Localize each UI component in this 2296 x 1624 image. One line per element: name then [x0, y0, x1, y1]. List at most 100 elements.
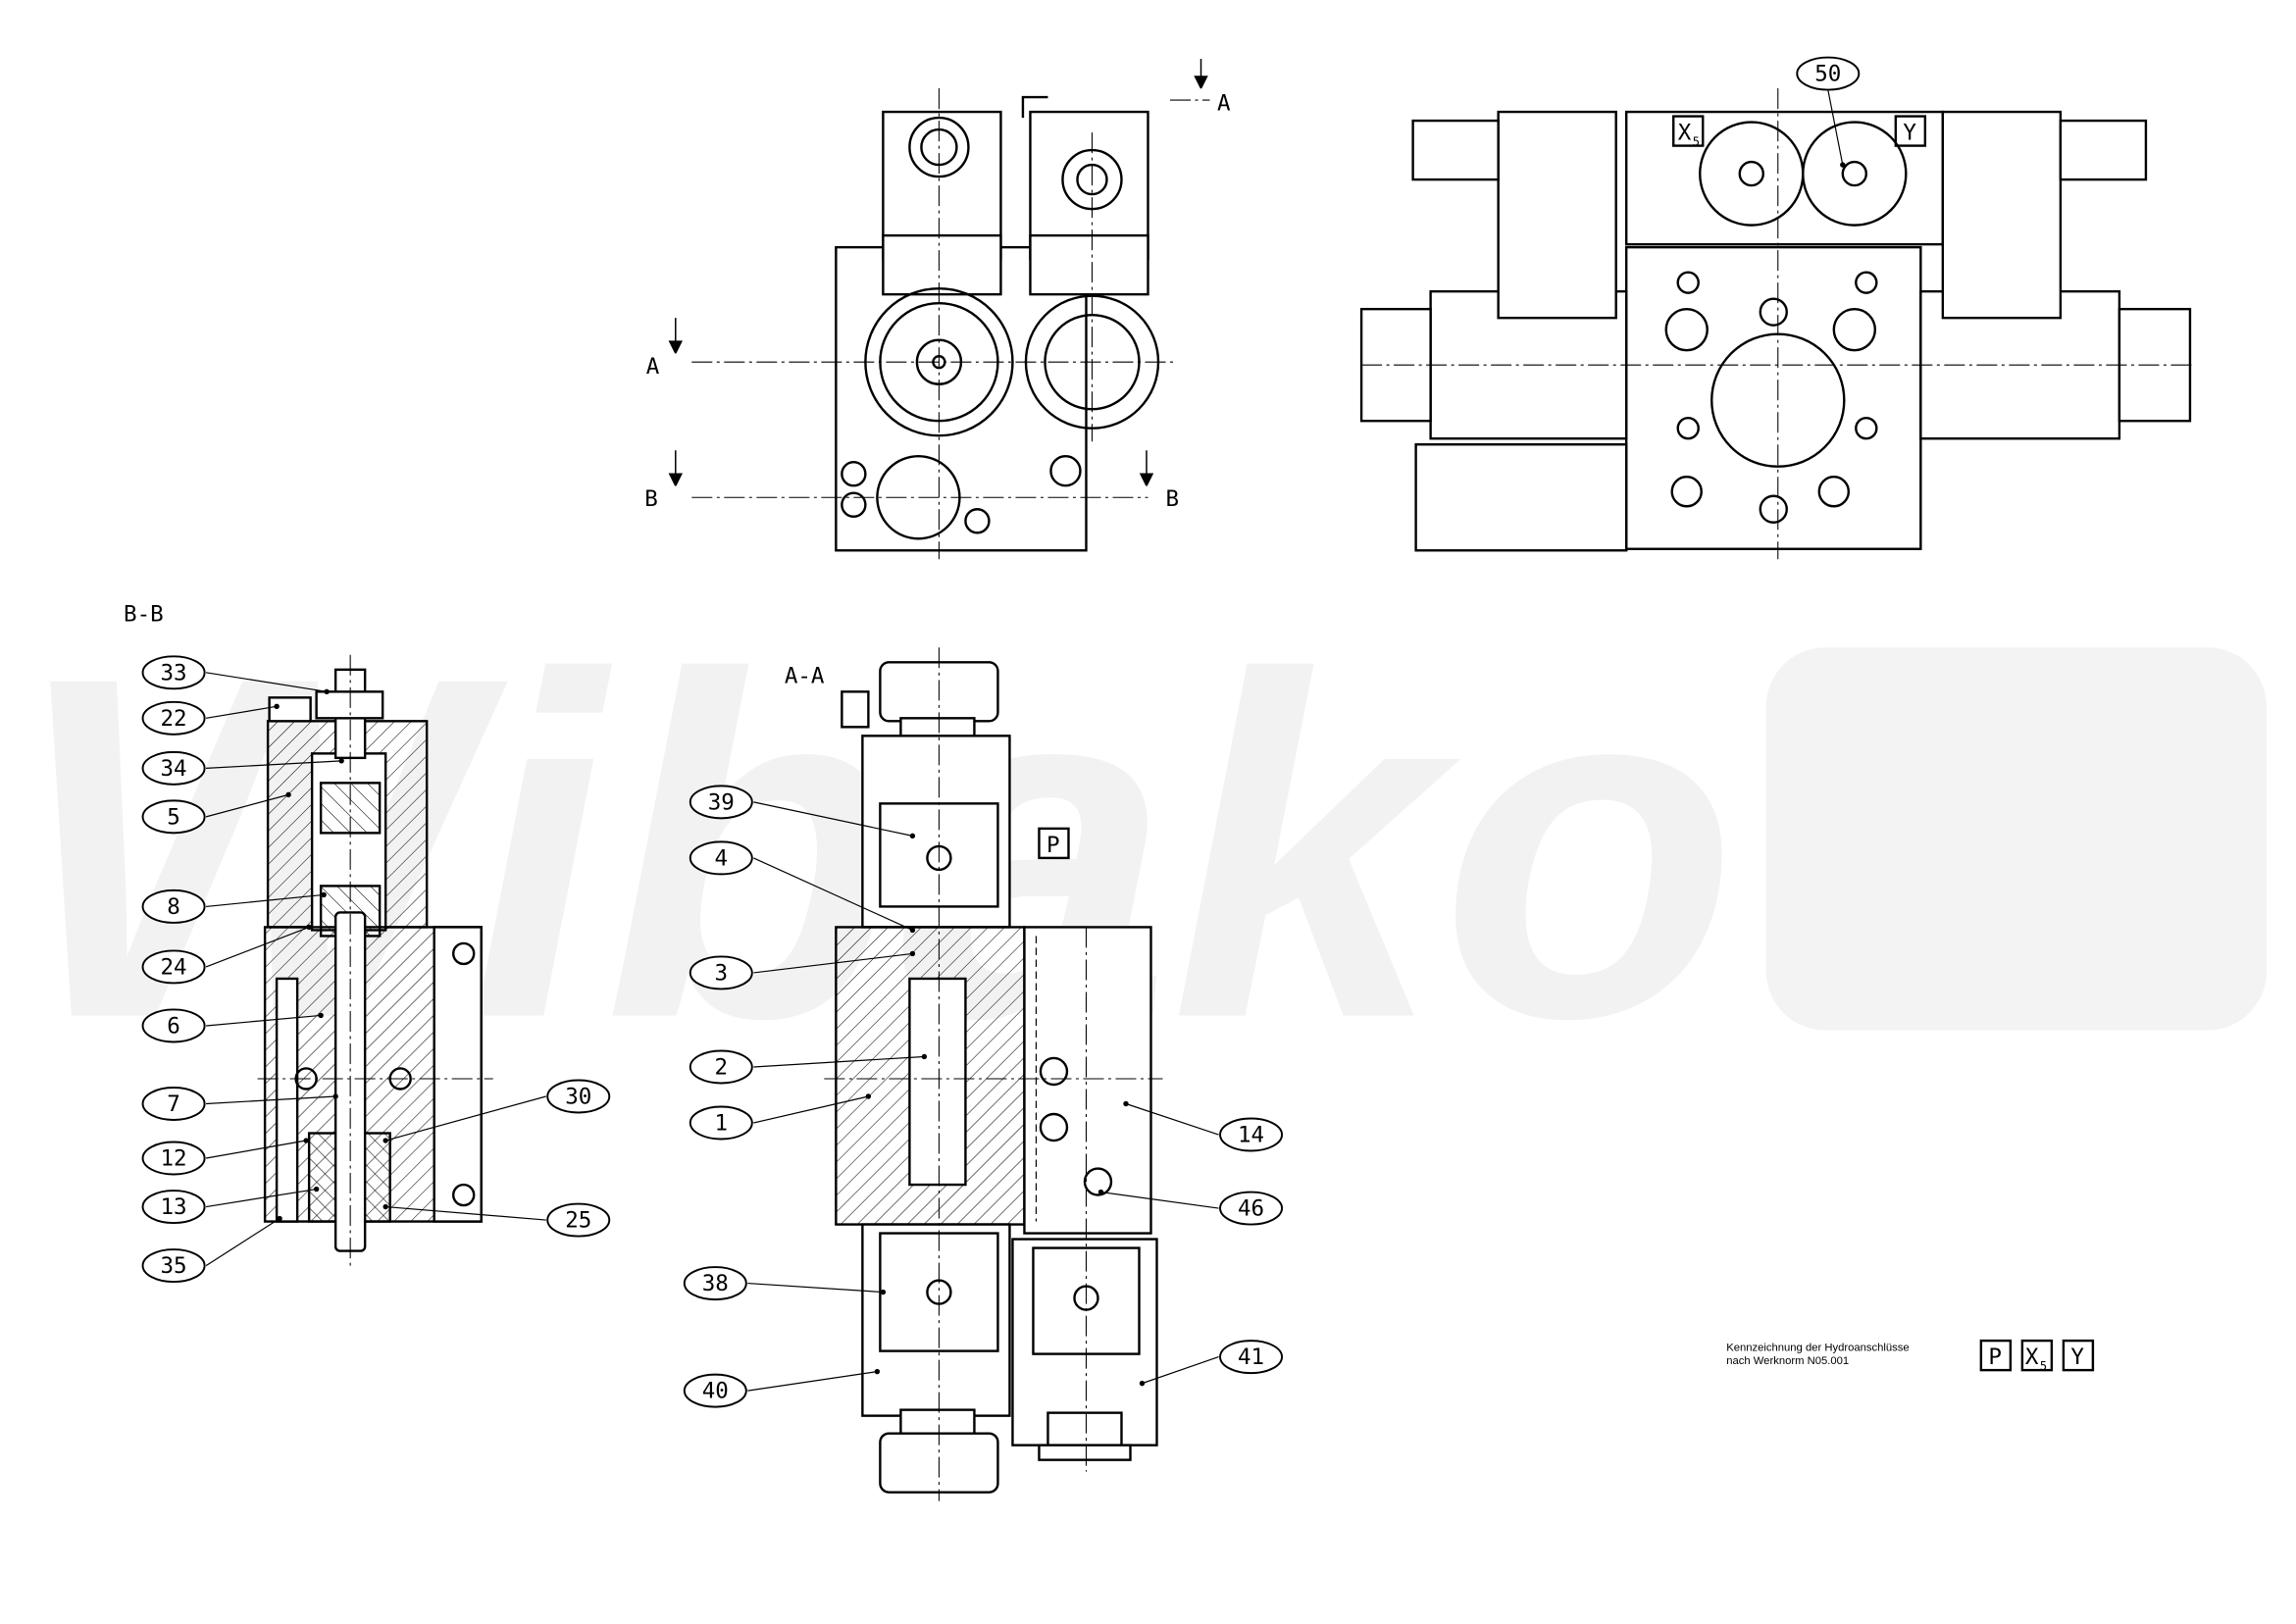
callout-balloon: [141, 949, 206, 985]
callout-number: 22: [161, 706, 187, 732]
callout-number: 5: [167, 804, 180, 830]
callout-number: 14: [1238, 1123, 1264, 1148]
legend-line-2: nach Werknorm N05.001: [1726, 1355, 1849, 1367]
callout-number: 30: [565, 1085, 591, 1110]
leader-dot: [332, 1093, 338, 1099]
section-label-aa: A-A: [785, 663, 825, 688]
leader-dot: [318, 1012, 324, 1019]
leader-dot: [909, 833, 916, 839]
callout-number: 2: [715, 1054, 729, 1080]
leader-line: [753, 1095, 869, 1124]
leader-dot: [865, 1093, 872, 1099]
callout-balloon: [689, 955, 753, 990]
callout-balloon: [689, 1049, 753, 1085]
leader-dot: [383, 1203, 388, 1210]
leader-line: [206, 760, 342, 769]
callout-number: 38: [702, 1271, 729, 1296]
cut-marker-b-right: B: [1166, 486, 1180, 512]
leader-dot: [306, 924, 312, 931]
callout-number: 25: [565, 1208, 591, 1234]
leader-line: [205, 705, 278, 719]
callout-number: 12: [161, 1146, 187, 1172]
port-x-sub: 5: [1693, 135, 1700, 149]
leader-line: [206, 1095, 336, 1105]
callout-number: 39: [708, 789, 735, 815]
leader-dot: [909, 950, 916, 957]
leader-line: [753, 857, 913, 931]
port-x-label: X: [1678, 121, 1692, 146]
leader-dot: [285, 791, 291, 798]
leader-line: [753, 1055, 925, 1068]
callout-balloon: [141, 1248, 206, 1284]
callout-number: 40: [702, 1379, 729, 1404]
section-a-a: A-A P: [785, 647, 1163, 1501]
leader-line: [205, 672, 328, 692]
leader-dot: [874, 1368, 881, 1375]
leader-line: [1100, 1191, 1219, 1209]
port-y-label: Y: [1903, 121, 1916, 146]
cut-marker-a-top: A: [1217, 91, 1231, 117]
callout-number: 13: [161, 1194, 187, 1220]
callout-number: 7: [167, 1091, 180, 1117]
port-p-box: [1038, 827, 1070, 860]
leader-dot: [303, 1138, 309, 1143]
callout-balloon: [141, 1141, 206, 1176]
leader-dot: [921, 1053, 928, 1060]
leader-dot: [909, 927, 916, 934]
callout-number: 41: [1238, 1345, 1264, 1370]
callout-balloon: [141, 700, 206, 736]
callout-balloon: [689, 1105, 753, 1141]
leader-dot: [321, 891, 327, 898]
leader-dot: [383, 1138, 388, 1143]
callout-number: 1: [715, 1111, 729, 1137]
callout-number: 50: [1814, 62, 1841, 87]
leader-dot: [880, 1289, 887, 1295]
callout-balloon: [141, 799, 206, 835]
leader-dot: [313, 1186, 320, 1193]
leader-line: [1827, 89, 1844, 166]
legend-box-p: P: [1988, 1345, 2002, 1370]
watermark-logo: [1765, 647, 2267, 1031]
leader-line: [747, 1371, 878, 1392]
port-x5-box: [1672, 115, 1705, 147]
front-view: A A B B: [644, 59, 1231, 560]
leader-line: [747, 1282, 884, 1294]
leader-dot: [1097, 1189, 1104, 1195]
leader-line: [753, 952, 913, 974]
leader-line: [205, 926, 310, 968]
legend-box-y: Y: [2070, 1345, 2084, 1370]
callout-balloon: [689, 785, 753, 820]
leader-line: [205, 793, 289, 818]
leader-dot: [324, 688, 330, 695]
legend-box-x-sub: 5: [2040, 1359, 2047, 1373]
callout-number: 46: [1238, 1196, 1264, 1222]
leader-dot: [277, 1215, 282, 1222]
leader-line: [385, 1205, 546, 1221]
callout-balloon: [1219, 1117, 1284, 1152]
callout-number: 3: [715, 960, 729, 986]
callout-number: 34: [161, 756, 187, 782]
callout-balloon: [683, 1266, 747, 1301]
leader-line: [753, 801, 913, 837]
leader-line: [206, 893, 325, 908]
leader-line: [385, 1095, 546, 1142]
callout-balloon: [546, 1079, 611, 1114]
callout-balloon: [141, 1087, 206, 1121]
callout-balloon: [689, 840, 753, 876]
legend-box-x: X: [2025, 1345, 2039, 1370]
callout-balloon: [141, 888, 206, 924]
leader-line: [1125, 1102, 1219, 1136]
callout-balloon: [683, 1373, 747, 1408]
port-legend: Kennzeichnung der Hydroanschlüsse nach W…: [1726, 1339, 2095, 1373]
leader-line: [206, 1014, 322, 1027]
callout-number: 6: [167, 1013, 180, 1039]
leader-line: [205, 1188, 317, 1208]
callout-balloon: [141, 655, 206, 690]
callout-balloon: [1219, 1340, 1284, 1375]
callout-number: 33: [161, 660, 187, 685]
callout-balloon: [141, 750, 206, 786]
callout-number: 24: [161, 954, 187, 980]
